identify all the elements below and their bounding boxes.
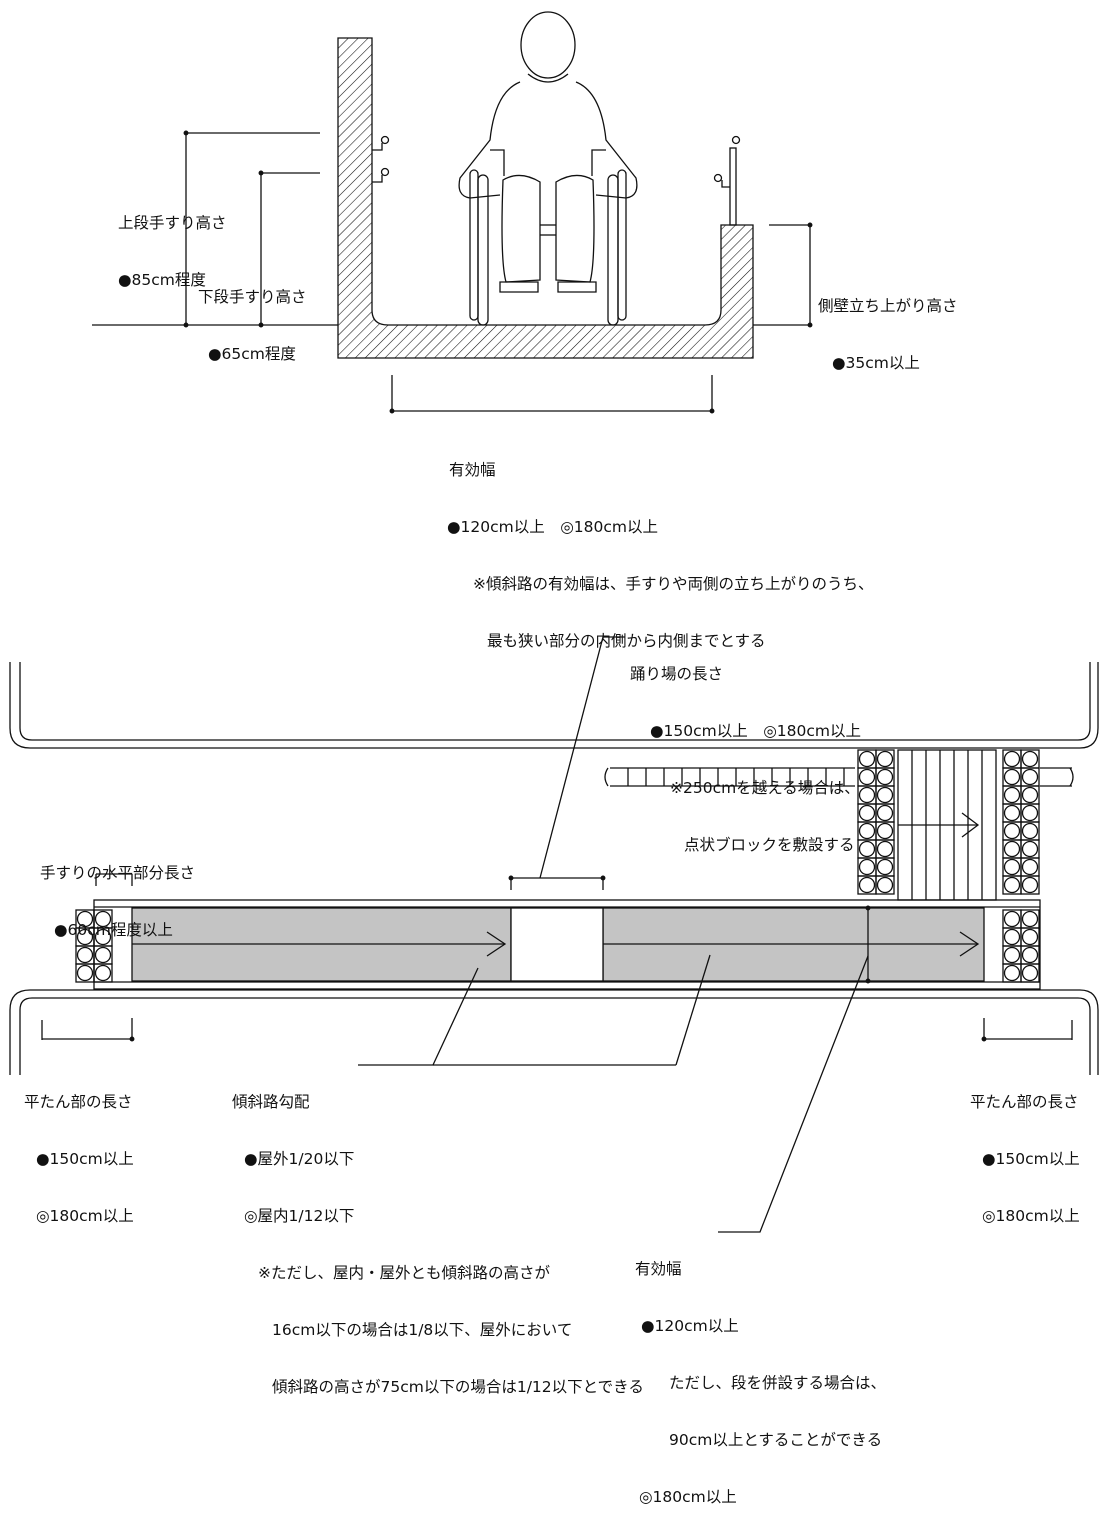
lower-handrail-label: 下段手すり高さ ●65cm程度 xyxy=(198,288,307,363)
width-leader xyxy=(718,955,869,1233)
landing xyxy=(510,907,604,982)
upper-wall xyxy=(9,662,1099,749)
flat-length-right-label: 平たん部の長さ ●150cm以上 ◎180cm以上 xyxy=(970,1093,1080,1225)
left-handrails xyxy=(372,135,390,183)
tactile-block-right xyxy=(1002,909,1040,983)
landing-length-label: 踊り場の長さ ●150cm以上 ◎180cm以上 ※250cmを越える場合は、 … xyxy=(630,665,861,854)
plan-view xyxy=(9,636,1099,1233)
section-effective-width-label: 有効幅 ●120cm以上 ◎180cm以上 ※傾斜路の有効幅は、手すりや両側の立… xyxy=(447,461,874,650)
side-wall-height-label: 側壁立ち上がり高さ ●35cm以上 xyxy=(818,297,958,372)
section-elevation xyxy=(92,11,813,414)
slope-gradient-label: 傾斜路勾配 ●屋外1/20以下 ◎屋内1/12以下 ※ただし、屋内・屋外とも傾斜… xyxy=(232,1093,644,1396)
landing-leader xyxy=(539,636,625,879)
lower-wall xyxy=(9,989,1099,1075)
upper-handrail-label: 上段手すり高さ ●85cm程度 xyxy=(118,214,227,289)
tactile-block-stair-right xyxy=(1002,749,1040,895)
plan-effective-width-label: 有効幅 ●120cm以上 ただし、段を併設する場合は、 90cm以上とすることが… xyxy=(635,1260,887,1506)
wheelchair-user-figure xyxy=(458,11,638,326)
tactile-block-stair-left xyxy=(857,749,895,895)
tactile-block-left xyxy=(75,909,113,983)
hatched-wall-floor xyxy=(337,37,754,359)
handrail-horizontal-label: 手すりの水平部分長さ ●60cm程度以上 xyxy=(40,864,196,939)
ramp-diagram xyxy=(9,11,1099,1233)
flat-length-left-label: 平たん部の長さ ●150cm以上 ◎180cm以上 xyxy=(24,1093,134,1225)
right-handrails xyxy=(713,135,741,226)
tactile-guide-strip xyxy=(627,768,845,786)
